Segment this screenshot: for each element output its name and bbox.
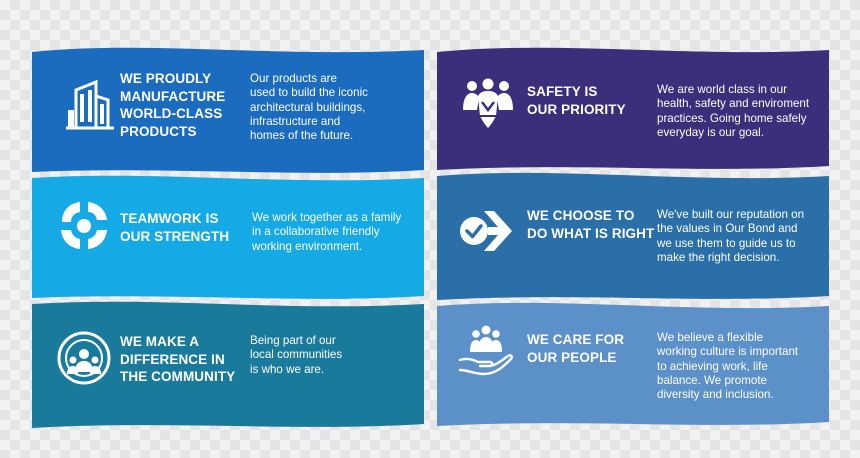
teamwork-title: TEAMWORK IS OUR STRENGTH bbox=[120, 211, 230, 244]
banner-safety bbox=[437, 47, 829, 170]
right-choice-title: WE CHOOSE TO DO WHAT IS RIGHT bbox=[527, 208, 655, 241]
banner-right-choice bbox=[437, 172, 829, 300]
products-description: Our products are used to build the iconi… bbox=[250, 72, 368, 143]
safety-team-icon bbox=[460, 76, 516, 132]
banner-products bbox=[32, 47, 424, 173]
hands-circle-icon bbox=[56, 198, 112, 254]
care-hand-icon bbox=[458, 322, 514, 378]
safety-title: SAFETY IS OUR PRIORITY bbox=[527, 84, 626, 117]
community-icon bbox=[56, 330, 112, 386]
people-title: WE CARE FOR OUR PEOPLE bbox=[527, 332, 625, 365]
community-description: Being part of our local communities is w… bbox=[250, 334, 343, 376]
community-title: WE MAKE A DIFFERENCE IN THE COMMUNITY bbox=[120, 334, 236, 384]
people-description: We believe a flexible working culture is… bbox=[657, 331, 799, 402]
check-arrow-icon bbox=[458, 203, 514, 259]
teamwork-description: We work together as a family in a collab… bbox=[252, 211, 402, 253]
products-title: WE PROUDLY MANUFACTURE WORLD-CLASS PRODU… bbox=[120, 71, 226, 139]
building-icon bbox=[62, 76, 118, 132]
safety-description: We are world class in our health, safety… bbox=[657, 83, 810, 139]
banner-people bbox=[437, 302, 829, 426]
banner-community bbox=[32, 301, 424, 428]
banner-teamwork bbox=[32, 175, 424, 299]
right-choice-description: We've built our reputation on the values… bbox=[657, 208, 805, 264]
